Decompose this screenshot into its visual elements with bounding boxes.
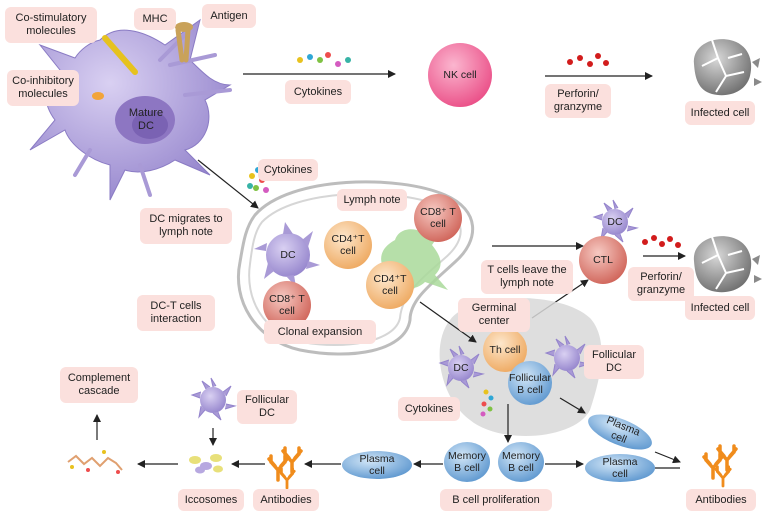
dc-lymph-icon	[254, 222, 320, 287]
label-perforin-top: Perforin/ granzyme	[545, 84, 611, 118]
cd4-cell-b-icon	[366, 261, 414, 309]
label-cd8-a: CD8⁺ T cell	[420, 206, 456, 230]
mature-dc-icon	[29, 18, 232, 201]
label-antibodies-right: Antibodies	[686, 489, 756, 511]
label-plasma-right: Plasma cell	[602, 456, 638, 480]
label-th-cell: Th cell	[489, 344, 521, 356]
label-lymph-note: Lymph note	[337, 189, 407, 211]
ctl-cell-icon	[579, 236, 627, 284]
plasma-cell-right-icon	[585, 454, 655, 482]
label-infected-top: Infected cell	[685, 101, 755, 125]
label-dc-lymph: DC	[280, 249, 296, 261]
th-cell-icon	[483, 328, 527, 372]
label-cytokines-top: Cytokines	[285, 80, 351, 104]
follicular-b-cell-icon	[508, 361, 552, 405]
label-dc-germinal: DC	[453, 362, 469, 374]
label-perforin-mid: Perforin/ granzyme	[628, 267, 694, 301]
cd8-cell-a-icon	[414, 194, 462, 242]
label-clonal-expansion: Clonal expansion	[264, 320, 376, 344]
cd8-cell-b-icon	[263, 281, 311, 329]
label-nk-cell: NK cell	[443, 69, 477, 81]
complement-chain-icon	[67, 450, 123, 474]
label-follicular-dc-right: Follicular DC	[584, 345, 644, 379]
label-co-stimulatory: Co-stimulatory molecules	[5, 7, 97, 43]
label-cd8-b: CD8⁺ T cell	[269, 293, 305, 317]
label-complement: Complement cascade	[60, 367, 138, 403]
label-germinal-center: Germinal center	[458, 298, 530, 332]
lymph-node-outline	[237, 180, 475, 356]
nk-cell-icon	[428, 43, 492, 107]
antibody-icon-left	[267, 446, 303, 490]
iccosome-icon	[189, 454, 223, 474]
label-follicular-dc-left: Follicular DC	[237, 390, 297, 424]
follicular-dc-left-icon	[191, 377, 236, 421]
label-plasma-left: Plasma cell	[359, 453, 395, 477]
label-memory-b2: Memory B cell	[502, 450, 540, 474]
antibody-icon-right	[702, 444, 738, 488]
cytokine-dots-low	[480, 389, 494, 417]
label-t-cells-leave: T cells leave the lymph note	[481, 260, 573, 294]
label-cytokines-mid: Cytokines	[258, 159, 318, 181]
infected-cell-icon-mid	[693, 236, 762, 293]
label-co-inhibitory: Co-inhibitory molecules	[7, 70, 79, 106]
label-dc-ctl: DC	[607, 216, 623, 228]
label-antibodies-left: Antibodies	[253, 489, 319, 511]
infected-cell-icon-top	[693, 39, 762, 96]
plasma-cell-right-top-icon	[588, 414, 652, 450]
cd4-cell-a-icon	[324, 221, 372, 269]
label-memory-b1: Memory B cell	[448, 450, 486, 474]
label-mhc: MHC	[134, 8, 176, 30]
memory-b-cell-2-icon	[498, 442, 544, 482]
label-mature-dc: Mature DC	[128, 107, 164, 132]
label-follicular-b: Follicular B cell	[508, 372, 551, 396]
label-iccosomes: Iccosomes	[178, 489, 244, 511]
label-cd4-b: CD4⁺T cell	[373, 273, 407, 297]
memory-b-cell-1-icon	[444, 442, 490, 482]
label-b-prolif: B cell proliferation	[440, 489, 552, 511]
label-dc-t-interaction: DC-T cells interaction	[137, 295, 215, 331]
label-antigen: Antigen	[202, 4, 256, 28]
label-ctl: CTL	[593, 254, 613, 266]
label-infected-mid: Infected cell	[685, 296, 755, 320]
label-dc-migrates: DC migrates to lymph note	[140, 208, 232, 244]
label-cytokines-low: Cytokines	[398, 397, 460, 421]
label-cd4-a: CD4⁺T cell	[331, 233, 365, 257]
perforin-dots-top	[567, 53, 609, 67]
perforin-dots-mid	[642, 235, 681, 248]
cytokine-dots-top	[297, 52, 351, 67]
plasma-cell-left-icon	[342, 451, 412, 479]
